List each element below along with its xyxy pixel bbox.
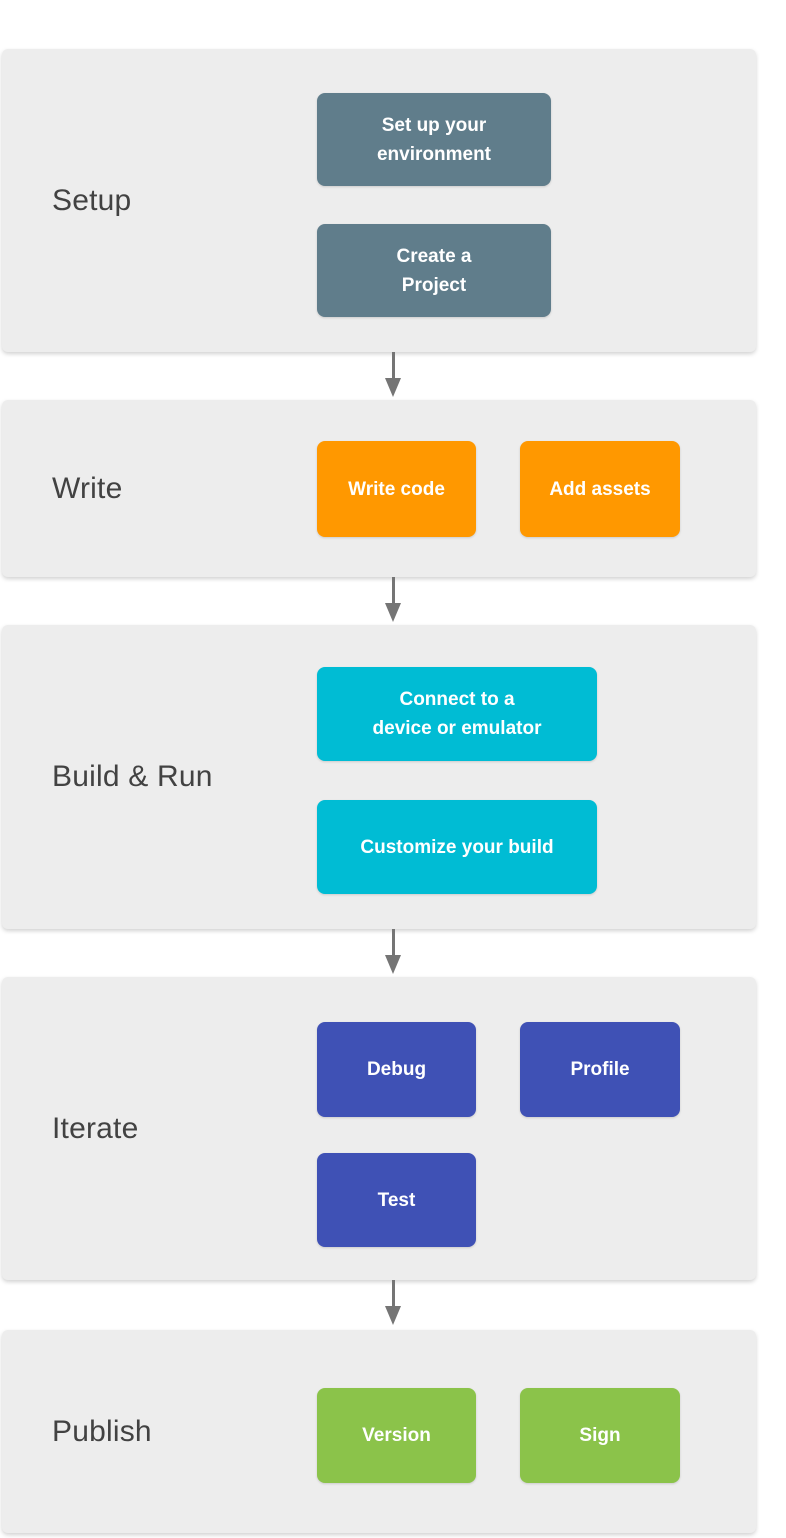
section-label-build-and-run: Build & Run [52, 760, 213, 793]
node-label-line: Set up your [381, 114, 487, 136]
arrow-down-icon [385, 577, 401, 622]
arrow-head [385, 1306, 401, 1325]
arrow-head [385, 955, 401, 974]
node-label-line: Sign [579, 1425, 621, 1446]
node-label-line: Write code [348, 478, 445, 500]
node-connect-device-emulator[interactable]: Connect to a device or emulator [317, 667, 597, 761]
node-write-code[interactable]: Write code [317, 441, 476, 537]
node-label-line: Test [377, 1189, 416, 1211]
node-label-line: Create a [396, 245, 472, 267]
arrow-head [385, 378, 401, 397]
arrow-line [391, 1280, 395, 1306]
node-set-up-environment[interactable]: Set up your environment [317, 93, 551, 186]
arrow-down-icon [385, 352, 401, 397]
section-write: Write Write code Add assets [2, 400, 756, 577]
section-setup: Setup Set up your environment Create a P… [2, 49, 756, 352]
section-label-write: Write [52, 471, 123, 505]
section-build-and-run: Build & Run Connect to a device or emula… [2, 625, 756, 929]
node-label-line: Project [401, 274, 467, 296]
section-publish: Publish Version Sign [2, 1330, 756, 1533]
node-label-line: device or emulator [372, 718, 542, 739]
node-label-line: Customize your build [360, 836, 554, 858]
arrow-line [391, 577, 395, 603]
section-label-setup: Setup [52, 183, 132, 217]
arrow-down-icon [385, 1280, 401, 1325]
node-label-line: Version [362, 1425, 431, 1446]
node-label-line: Connect to a [399, 689, 515, 710]
node-sign[interactable]: Sign [520, 1388, 680, 1483]
node-test[interactable]: Test [317, 1153, 476, 1247]
node-label-line: environment [376, 143, 492, 165]
arrow-line [391, 929, 395, 955]
section-label-iterate: Iterate [52, 1111, 139, 1145]
section-iterate: Iterate Debug Profile Test [2, 977, 756, 1280]
arrow-down-icon [385, 929, 401, 974]
node-create-project[interactable]: Create a Project [317, 224, 551, 317]
arrow-head [385, 603, 401, 622]
node-customize-build[interactable]: Customize your build [317, 800, 597, 894]
node-add-assets[interactable]: Add assets [520, 441, 680, 537]
node-label-line: Debug [366, 1059, 427, 1080]
node-profile[interactable]: Profile [520, 1022, 680, 1117]
section-label-publish: Publish [52, 1414, 152, 1448]
node-label-line: Profile [570, 1059, 630, 1080]
node-version[interactable]: Version [317, 1388, 476, 1483]
arrow-line [391, 352, 395, 378]
node-debug[interactable]: Debug [317, 1022, 476, 1117]
node-label-line: Add assets [549, 478, 651, 500]
